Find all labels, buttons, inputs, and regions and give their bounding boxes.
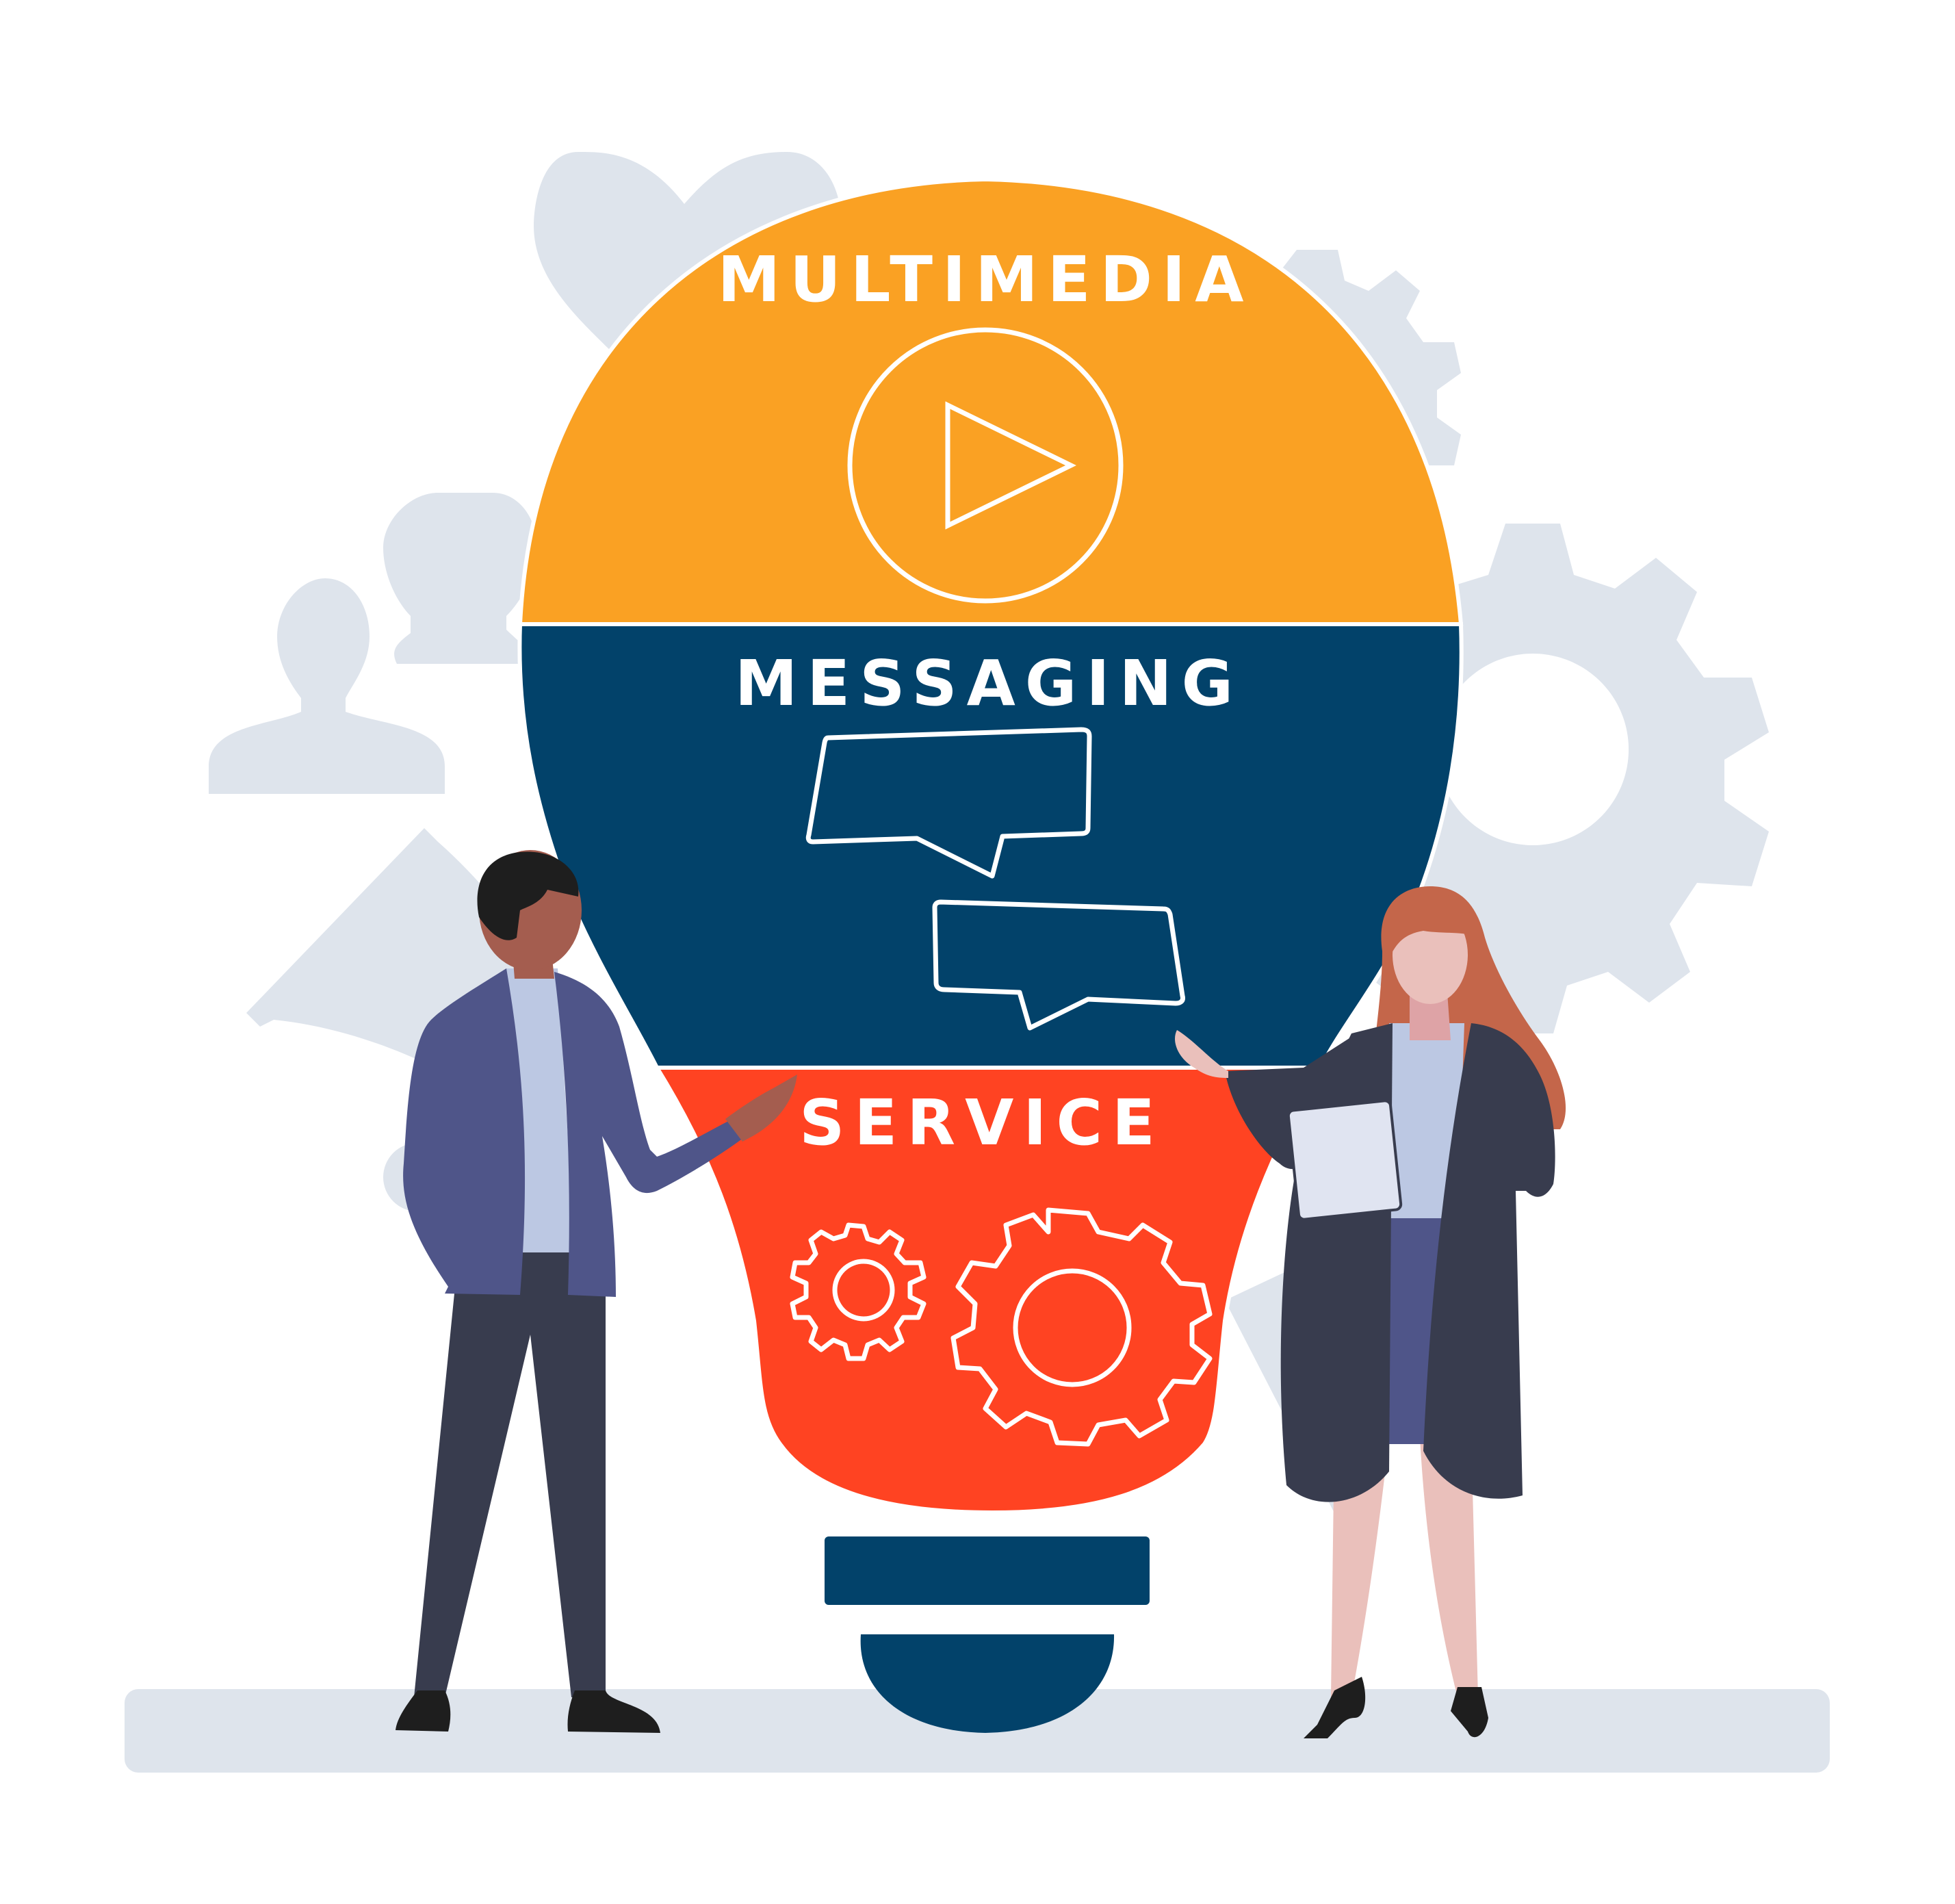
- play-icon: [847, 327, 1124, 604]
- bulb-base: [825, 1536, 1150, 1733]
- woman-hand: [1175, 1030, 1228, 1078]
- woman-shirt: [1389, 1023, 1464, 1218]
- woman-leg-left: [1331, 1437, 1389, 1697]
- woman-coat-right: [1423, 1023, 1555, 1499]
- user-silhouette-icon: [383, 493, 537, 664]
- woman-shoe-right: [1451, 1687, 1488, 1738]
- gears-icon: [790, 1207, 1213, 1447]
- user-silhouette-icon-2: [209, 578, 445, 794]
- speech-bubbles-icon: [805, 727, 1185, 1031]
- man-shoe-right: [567, 1690, 660, 1733]
- woman-figure: [1175, 886, 1566, 1738]
- man-jacket: [403, 968, 526, 1295]
- man-shoe-left: [396, 1690, 451, 1732]
- man-hair: [477, 851, 579, 940]
- section-label-bottom: SERVICE: [799, 1086, 1165, 1159]
- bulb-top-section: [517, 177, 1464, 626]
- woman-leg-right: [1420, 1437, 1478, 1697]
- bulb-base-cap: [860, 1634, 1115, 1733]
- tablet-icon: [1286, 1099, 1403, 1221]
- section-label-middle: MESSAGING: [735, 647, 1243, 720]
- man-hand: [725, 1075, 797, 1142]
- woman-hair-front: [1388, 893, 1478, 958]
- section-label-top: MULTIMEDIA: [718, 243, 1254, 316]
- man-trousers: [414, 1252, 606, 1697]
- bulb-base-bar: [825, 1536, 1150, 1605]
- lightbulb: [517, 177, 1464, 1515]
- woman-neck: [1410, 992, 1451, 1040]
- bulb-bottom-section: [653, 1066, 1325, 1515]
- woman-shoe-left: [1304, 1677, 1366, 1738]
- man-jacket-right: [554, 972, 746, 1297]
- man-figure: [396, 850, 797, 1733]
